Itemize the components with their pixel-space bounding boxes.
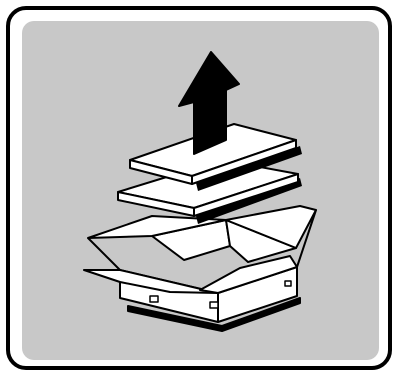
illustration-canvas	[0, 0, 398, 376]
unpacking-illustration	[0, 0, 398, 376]
